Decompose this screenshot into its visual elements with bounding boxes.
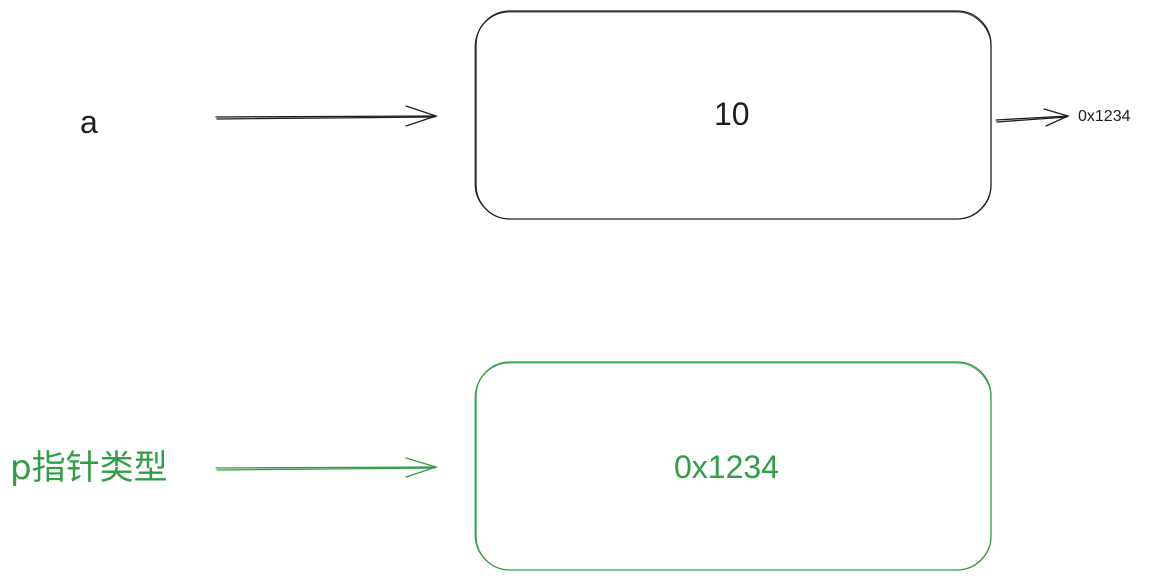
variable-a-value: 10 [714,96,750,132]
arrow-p-to-box [215,457,439,478]
variable-a-label: a [80,104,98,140]
pointer-p-box [474,361,992,571]
variable-a-address: 0x1234 [1078,108,1131,125]
variable-a-box [474,10,992,220]
arrow-a-to-box [215,105,439,127]
arrow-box-to-address [995,108,1070,127]
pointer-p-label: p指针类型 [10,448,168,488]
pointer-p-value: 0x1234 [674,449,779,485]
